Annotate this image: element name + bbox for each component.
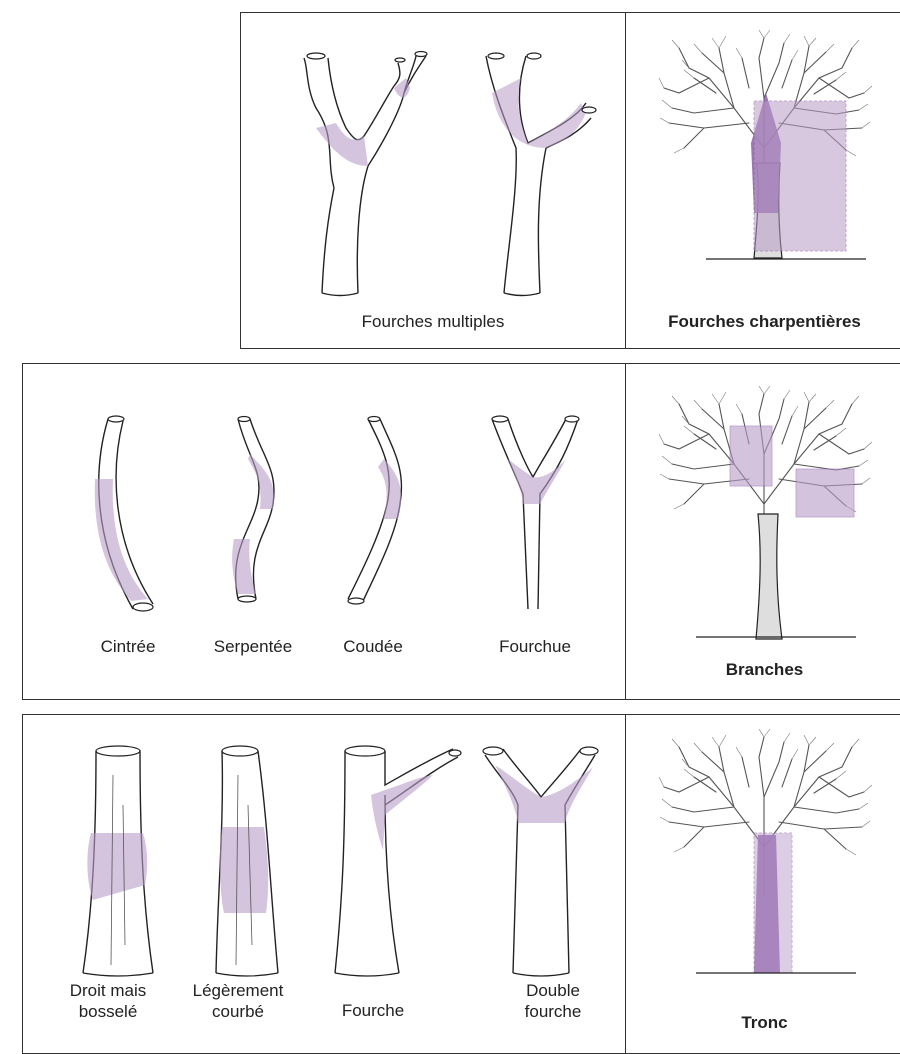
fourche-illustration — [323, 745, 473, 995]
coudee-illustration — [328, 409, 448, 649]
form-label-serpentee: Serpentée — [198, 636, 308, 657]
row1-zone-cell: Fourches charpentières — [625, 13, 900, 348]
form-label-cintree: Cintrée — [78, 636, 178, 657]
row3-forms-cell: Droit mais bosselé Légèrement courbé Fou… — [23, 715, 625, 1053]
tronc-label: Tronc — [626, 1012, 900, 1033]
form-label-droit-mais-bossele: Droit mais bosselé — [48, 980, 168, 1022]
double-fourche-illustration — [473, 745, 623, 995]
row1-forms-cell: Fourches multiples — [241, 13, 625, 348]
tree-tronc-illustration — [626, 715, 900, 1005]
panel-row1: Fourches multiples Fourches charpentière… — [240, 12, 900, 349]
tree-fourches-charpentieres-illustration — [626, 13, 900, 303]
fourches-charpentieres-label: Fourches charpentières — [626, 311, 900, 332]
branches-label: Branches — [626, 659, 900, 680]
row3-zone-cell: Tronc — [625, 715, 900, 1053]
row2-zone-cell: Branches — [625, 364, 900, 699]
form-label-coudee: Coudée — [323, 636, 423, 657]
panel-row2: Cintrée Serpentée Coudée Fourchue Branch… — [22, 363, 900, 700]
row2-forms-cell: Cintrée Serpentée Coudée Fourchue — [23, 364, 625, 699]
serpentee-illustration — [208, 409, 328, 649]
cintree-illustration — [73, 409, 193, 649]
form-label-fourche: Fourche — [323, 1000, 423, 1021]
panel-row3: Droit mais bosselé Légèrement courbé Fou… — [22, 714, 900, 1054]
fourches-multiples-label: Fourches multiples — [241, 311, 625, 332]
fourches-multiples-illustration — [241, 13, 625, 313]
droit-mais-bossele-illustration — [63, 745, 173, 995]
form-label-double-fourche: Double fourche — [498, 980, 608, 1022]
tree-branches-illustration — [626, 364, 900, 654]
form-label-legerement-courbe: Légèrement courbé — [173, 980, 303, 1022]
form-label-fourchue: Fourchue — [485, 636, 585, 657]
fourchue-illustration — [478, 409, 598, 649]
legerement-courbe-illustration — [198, 745, 308, 995]
